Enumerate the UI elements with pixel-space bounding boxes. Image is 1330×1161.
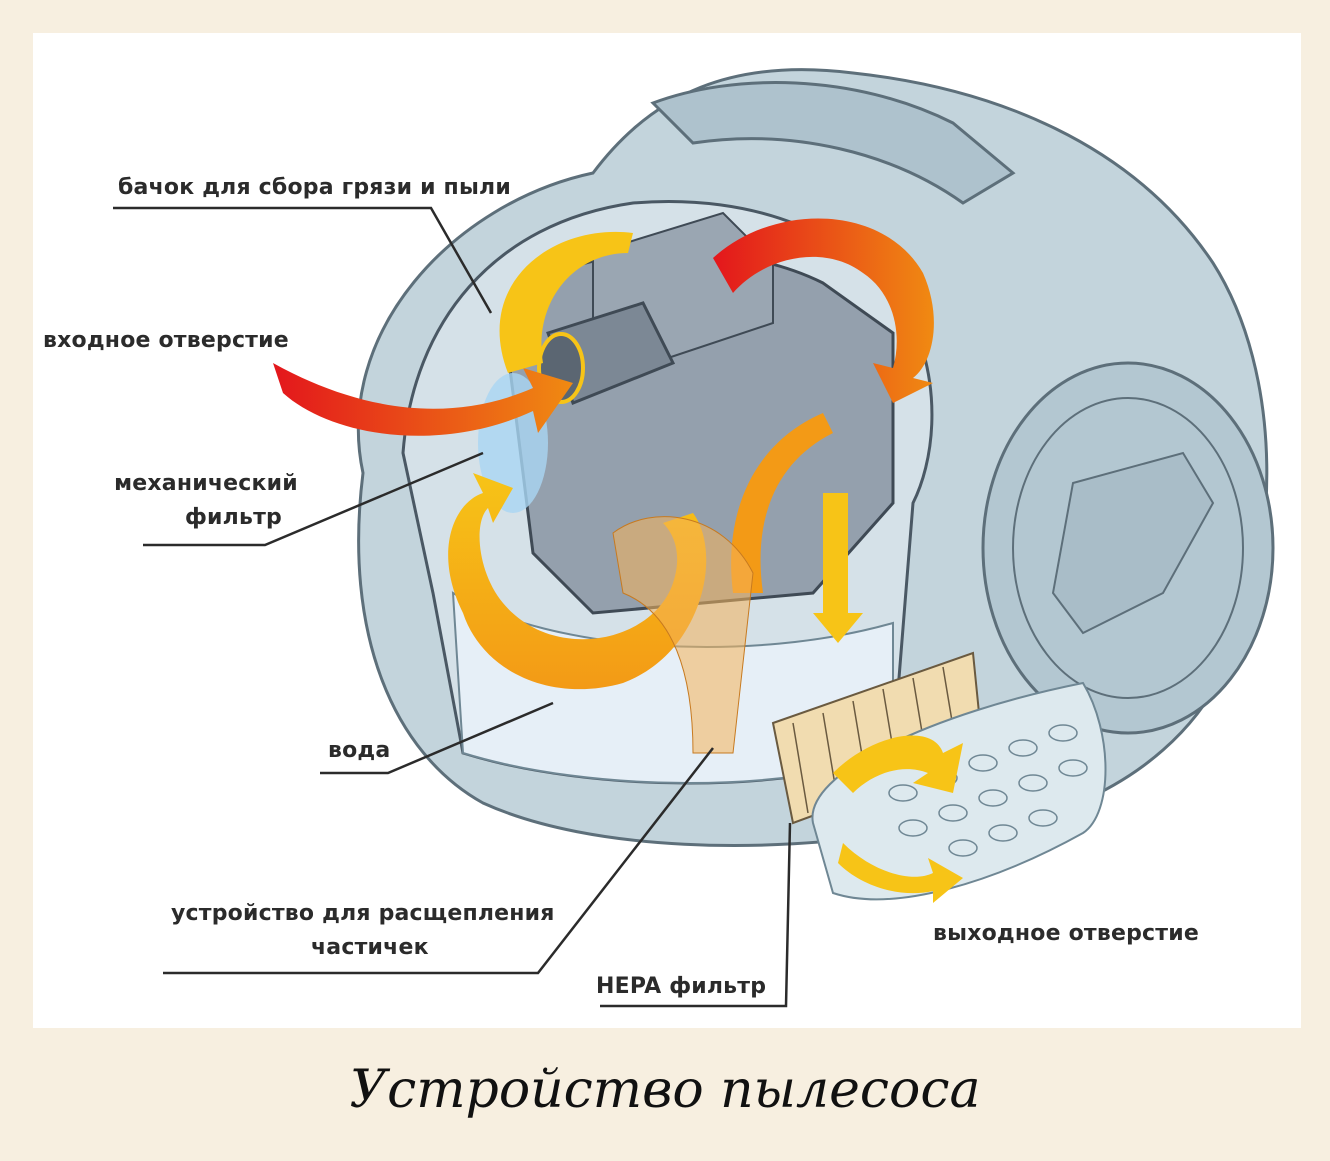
- label-mechanical-filter-line2: фильтр: [185, 505, 282, 530]
- exit-airflow-arrow: [833, 735, 963, 793]
- wheel-hub: [1051, 451, 1215, 635]
- top-airflow-arrow: [713, 218, 934, 403]
- caption: Устройство пылесоса: [349, 1060, 981, 1120]
- vortex-airflow-arrow: [448, 473, 707, 690]
- diagram-panel: бачок для сбора грязи и пыли входное отв…: [33, 33, 1301, 1028]
- particle-splitter: [612, 516, 754, 754]
- label-dust-bin: бачок для сбора грязи и пыли: [118, 175, 511, 200]
- down-airflow-arrow: [813, 493, 863, 643]
- label-inlet: входное отверстие: [43, 328, 289, 353]
- swirl-airflow-arrow: [499, 231, 633, 373]
- label-outlet: выходное отверстие: [933, 921, 1199, 946]
- handle: [650, 81, 1016, 205]
- rising-airflow-arrow: [731, 413, 833, 593]
- leader-lines: [113, 206, 792, 1008]
- inlet-airflow-arrow: [273, 363, 573, 436]
- outlet-airflow-arrow: [838, 843, 963, 903]
- label-splitter-line1: устройство для расщепления: [171, 901, 555, 926]
- label-mechanical-filter-line1: механический: [114, 471, 298, 496]
- vacuum-illustration: [113, 68, 1275, 1008]
- label-splitter-line2: частичек: [311, 935, 429, 960]
- label-water: вода: [328, 738, 391, 763]
- label-hepa: HEPA фильтр: [596, 974, 767, 999]
